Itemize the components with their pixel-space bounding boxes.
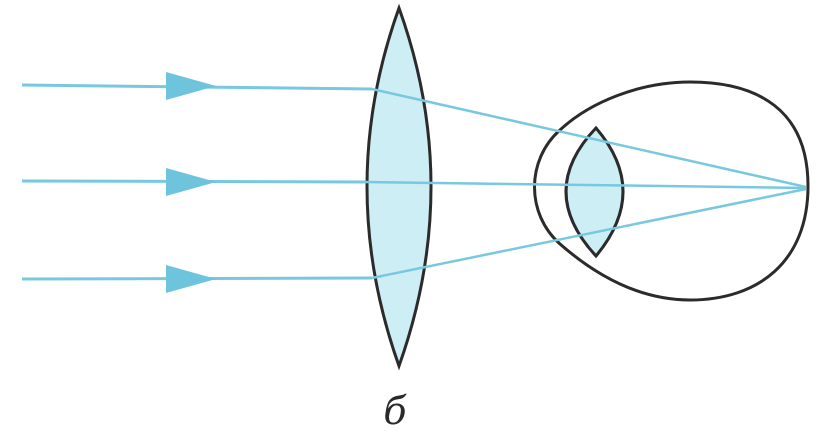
figure-caption: б (378, 392, 412, 430)
ray-arrow-top-icon (166, 72, 216, 100)
corrective-lens (367, 8, 431, 366)
ray-arrow-middle-icon (166, 168, 216, 196)
ray-arrow-bottom-icon (166, 265, 216, 293)
